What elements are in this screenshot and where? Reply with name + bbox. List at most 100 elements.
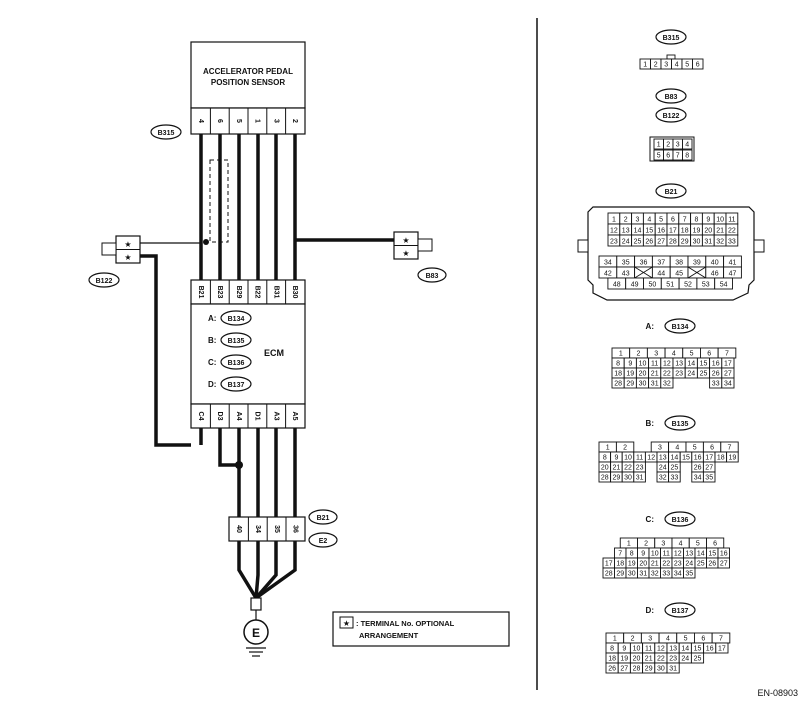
ecm-face-pin: 13	[659, 455, 667, 462]
b21-pin: 43	[622, 271, 630, 278]
ecm-face-pin: 19	[626, 371, 634, 378]
ecm-face-pin: 19	[729, 455, 737, 462]
ecm-face-pin: 3	[658, 445, 662, 452]
ecm-face-pin: 15	[694, 646, 702, 653]
b21-pin: 13	[622, 228, 630, 235]
b21-pin: 11	[728, 217, 735, 224]
b21-pin: 7	[683, 217, 687, 224]
ecm-connector-oval	[220, 332, 252, 348]
b21-pin: 2	[624, 217, 628, 224]
b315-label-oval	[150, 124, 182, 140]
ecm-face-pin: 27	[724, 371, 732, 378]
ecm-face-pin: 29	[613, 475, 621, 482]
ecm-face-pin: 22	[663, 371, 671, 378]
ground-terminal	[250, 597, 262, 611]
ecm-face-pin: 11	[636, 455, 643, 462]
shield-outline	[209, 159, 229, 243]
b21-pin: 8	[695, 217, 699, 224]
sensor-pin-label: 5	[235, 119, 242, 123]
b122-pin: 2	[666, 142, 670, 149]
legend-star-box	[339, 616, 354, 629]
ecm-face-pin: 18	[717, 455, 725, 462]
b21-pin: 19	[693, 228, 701, 235]
b315-pin: 2	[654, 62, 658, 69]
ecm-face-pin: 20	[601, 465, 609, 472]
connector-prefix: C:	[646, 515, 654, 524]
ecm-face-pin: 24	[659, 465, 667, 472]
b21-pin: 54	[720, 282, 728, 289]
ecm-face-pin: 32	[663, 381, 671, 388]
connector-title-oval	[664, 511, 696, 527]
ecm-face-pin: 23	[674, 561, 682, 568]
ecm-face-pin: 22	[657, 656, 665, 663]
ecm-face-pin: 32	[651, 571, 659, 578]
b21-pin: 47	[729, 271, 737, 278]
b21-pin: 1	[612, 217, 616, 224]
ecm-face-pin: 9	[622, 646, 626, 653]
b122-label-oval	[88, 272, 120, 288]
ecm-face-pin: 21	[645, 656, 653, 663]
b122-pin: 6	[666, 153, 670, 160]
ecm-face-pin: 22	[662, 561, 670, 568]
ecm-face-pin: 11	[645, 646, 652, 653]
b21-pin: 42	[604, 271, 612, 278]
b21-pin: 24	[622, 239, 630, 246]
ecm-face-pin: 23	[675, 371, 683, 378]
ecm-face-pin: 3	[661, 541, 665, 548]
b21-pin: 28	[669, 239, 677, 246]
b83-label-oval	[417, 267, 447, 283]
b21-pin: 14	[634, 228, 642, 235]
ecm-face-pin: 4	[675, 445, 679, 452]
connector-title-oval	[655, 88, 687, 104]
b21-pin: 23	[610, 239, 618, 246]
ecm-face-pin: 25	[700, 371, 708, 378]
b21-pin: 53	[702, 282, 710, 289]
b122-pin: 3	[676, 142, 680, 149]
b122-pin: 5	[657, 153, 661, 160]
ecm-face-pin: 20	[633, 656, 641, 663]
b21-pin: 25	[634, 239, 642, 246]
b21-pin: 49	[631, 282, 639, 289]
ecm-ground-wires	[199, 428, 297, 517]
b21-pin: 30	[693, 239, 701, 246]
ecm-face-pin: 1	[627, 541, 631, 548]
ecm-connector-oval	[220, 310, 252, 326]
ecm-connector-prefix: B:	[208, 336, 216, 345]
ecm-face-pin: 6	[701, 636, 705, 643]
ecm-face-pin: 4	[679, 541, 683, 548]
ecm-bottom-pin-label: A4	[235, 412, 242, 421]
ecm-face-pin: 30	[657, 666, 665, 673]
b21-pin: 4	[647, 217, 651, 224]
sensor-pin-label: 6	[216, 119, 223, 123]
ecm-face-pin: 7	[618, 551, 622, 558]
b21-pin: 52	[684, 282, 692, 289]
ecm-face-pin: 14	[697, 551, 705, 558]
ecm-face-pin: 18	[614, 371, 622, 378]
ecm-face-pin: 32	[659, 475, 667, 482]
ecm-face-pin: 34	[694, 475, 702, 482]
b315-pin: 1	[643, 62, 647, 69]
b21-pin: 26	[645, 239, 653, 246]
b21-pin: 5	[659, 217, 663, 224]
ecm-face-pin: 15	[708, 551, 716, 558]
ecm-face-pin: 22	[624, 465, 632, 472]
ecm-face-pin: 11	[663, 551, 670, 558]
ecm-top-pin-label: B21	[197, 286, 204, 299]
b21-pin: 15	[645, 228, 653, 235]
ecm-face-pin: 10	[633, 646, 641, 653]
ecm-face-pin: 17	[718, 646, 726, 653]
ecm-face-pin: 30	[639, 381, 647, 388]
b21-pin: 20	[704, 228, 712, 235]
connector-title: B21	[665, 189, 678, 196]
ecm-face-pin: 24	[685, 561, 693, 568]
ecm-face-pin: 17	[605, 561, 613, 568]
ecm-face-pin: 5	[690, 351, 694, 358]
ecm-connector-oval	[220, 354, 252, 370]
ecm-connector-name: B134	[228, 316, 245, 323]
b21-pin: 41	[729, 260, 737, 267]
ecm-top-pin-label: B22	[254, 286, 261, 299]
ecm-face-pin: 20	[639, 561, 647, 568]
